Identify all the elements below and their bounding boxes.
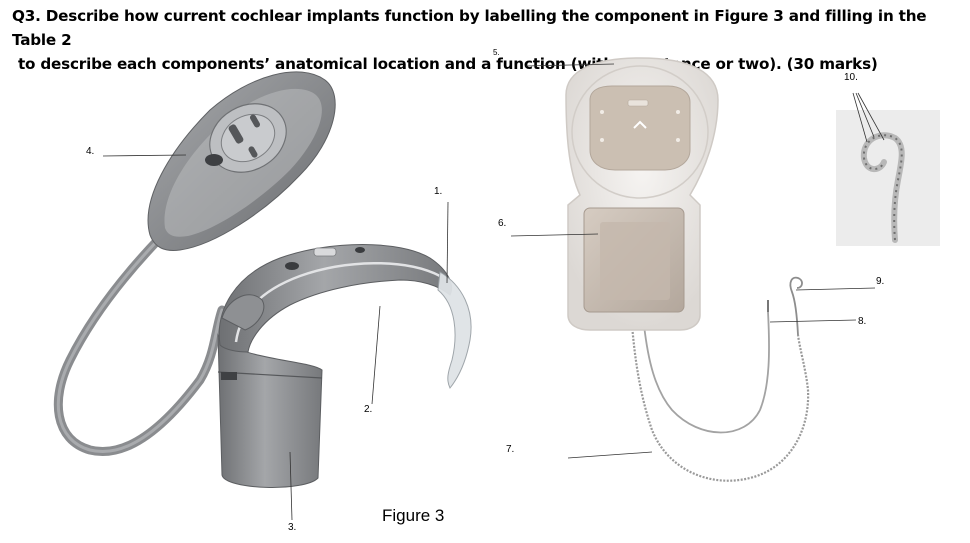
figure-caption: Figure 3: [382, 506, 445, 525]
label-5: 5.: [493, 48, 500, 57]
question-line-1: Q3. Describe how current cochlear implan…: [12, 7, 927, 49]
label-6: 6.: [498, 218, 507, 229]
label-1: 1.: [434, 186, 443, 197]
cochlear-implant-receiver: [565, 57, 810, 482]
label-8: 8.: [858, 316, 867, 327]
electrode-closeup-inset: [836, 92, 940, 246]
electrode-lead-short: [643, 311, 770, 434]
coil-cable: [53, 235, 227, 456]
transmitting-coil: [147, 71, 336, 251]
label-10: 10.: [844, 72, 858, 83]
processor-body: [217, 244, 472, 488]
label-3: 3.: [288, 522, 297, 533]
receiver-magnet-plate: [589, 85, 691, 171]
electrode-lead-long: [630, 324, 810, 482]
label-9: 9.: [876, 276, 885, 287]
label-7: 7.: [506, 444, 515, 455]
sound-processor: [53, 71, 472, 488]
label-2: 2.: [364, 404, 373, 415]
label-4: 4.: [86, 146, 95, 157]
intracochlear-array: [789, 276, 803, 336]
leader-lines: [102, 63, 876, 521]
